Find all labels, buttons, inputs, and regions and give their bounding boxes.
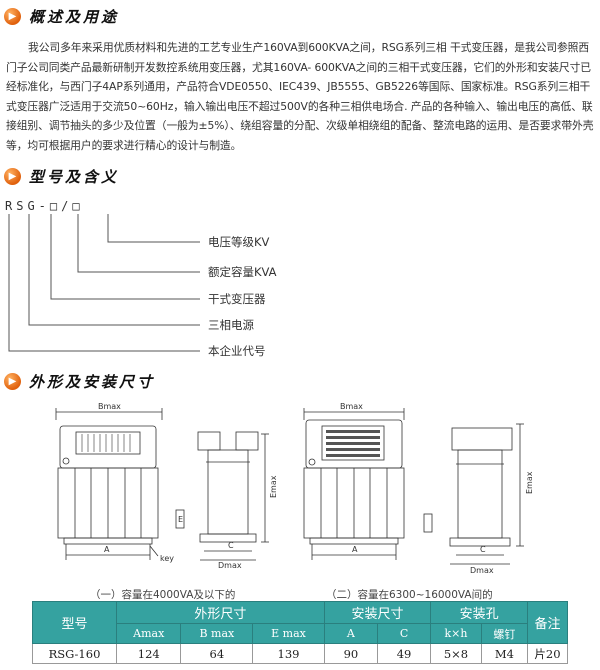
caption-small: （一）容量在4000VA及以下的: [90, 589, 236, 601]
section-title: 概述及用途: [29, 7, 120, 26]
section-header-dimensions: ▶ 外形及安装尺寸: [4, 368, 155, 394]
section-title: 外形及安装尺寸: [29, 372, 156, 391]
table-cell: 124: [115, 643, 182, 664]
header-holes: 安装孔: [430, 601, 528, 624]
section-header-overview: ▶ 概述及用途: [4, 3, 119, 29]
table-cell: M4: [480, 643, 529, 664]
meaning-three-phase: 三相电源: [208, 318, 254, 332]
arrow-bullet-icon: ▶: [4, 167, 21, 185]
subheader: Amax: [115, 623, 182, 644]
subheader: k×h: [430, 623, 482, 644]
table-cell: 139: [252, 643, 325, 664]
table-cell: 49: [376, 643, 432, 664]
svg-text:C: C: [228, 541, 234, 550]
table-row: RSG-160 124 64 139 90 49 5×8 M4 片20: [32, 643, 568, 664]
meaning-capacity: 额定容量KVA: [208, 265, 277, 279]
arrow-bullet-icon: ▶: [4, 7, 21, 25]
table-cell: 片20: [527, 643, 568, 664]
header-remark: 备注: [527, 601, 568, 644]
svg-text:Dmax: Dmax: [218, 561, 242, 570]
model-meaning-lines: [8, 214, 200, 352]
table-cell: 90: [323, 643, 378, 664]
subheader: 螺钉: [480, 623, 529, 644]
svg-text:C: C: [480, 545, 486, 554]
table-cell: 5×8: [430, 643, 482, 664]
svg-text:Dmax: Dmax: [470, 566, 494, 575]
side-view-large: Emax C Dmax: [423, 423, 534, 575]
svg-text:Emax: Emax: [525, 471, 534, 494]
label-bmax: Bmax: [98, 402, 121, 411]
caption-large: （二）容量在6300~16000VA间的: [326, 589, 493, 601]
subheader: A: [323, 623, 378, 644]
meaning-dry-type: 干式变压器: [208, 292, 266, 306]
side-view-small: Emax C Dmax E: [175, 431, 278, 570]
svg-text:key: key: [160, 554, 174, 563]
front-view-small: Bmax A key: [55, 402, 174, 563]
table-cell: RSG-160: [32, 643, 117, 664]
section-title: 型号及含义: [29, 167, 120, 186]
arrow-bullet-icon: ▶: [4, 372, 21, 390]
svg-text:Emax: Emax: [269, 475, 278, 498]
svg-text:Bmax: Bmax: [340, 402, 363, 411]
header-outline: 外形尺寸: [116, 601, 325, 624]
subheader: E max: [252, 623, 325, 644]
subheader: B max: [180, 623, 254, 644]
spec-table: 型号 外形尺寸 安装尺寸 安装孔 备注 Amax B max E max A C…: [32, 601, 568, 664]
model-code: RSG-□/□: [5, 199, 84, 213]
header-model: 型号: [32, 601, 117, 644]
svg-text:A: A: [104, 545, 110, 554]
table-cell: 64: [180, 643, 254, 664]
section-header-model: ▶ 型号及含义: [4, 163, 119, 189]
meaning-voltage: 电压等级KV: [208, 235, 270, 249]
svg-text:E: E: [178, 515, 183, 524]
subheader: C: [376, 623, 432, 644]
front-view-large: Bmax A: [303, 402, 405, 560]
meaning-company-code: 本企业代号: [208, 344, 266, 358]
svg-text:A: A: [352, 545, 358, 554]
header-install: 安装尺寸: [323, 601, 432, 624]
transformer-drawings: Bmax A key Emax C Dmax E: [55, 402, 534, 575]
overview-paragraph: 我公司多年来采用优质材料和先进的工艺专业生产160VA到600KVA之间，RSG…: [6, 41, 594, 152]
